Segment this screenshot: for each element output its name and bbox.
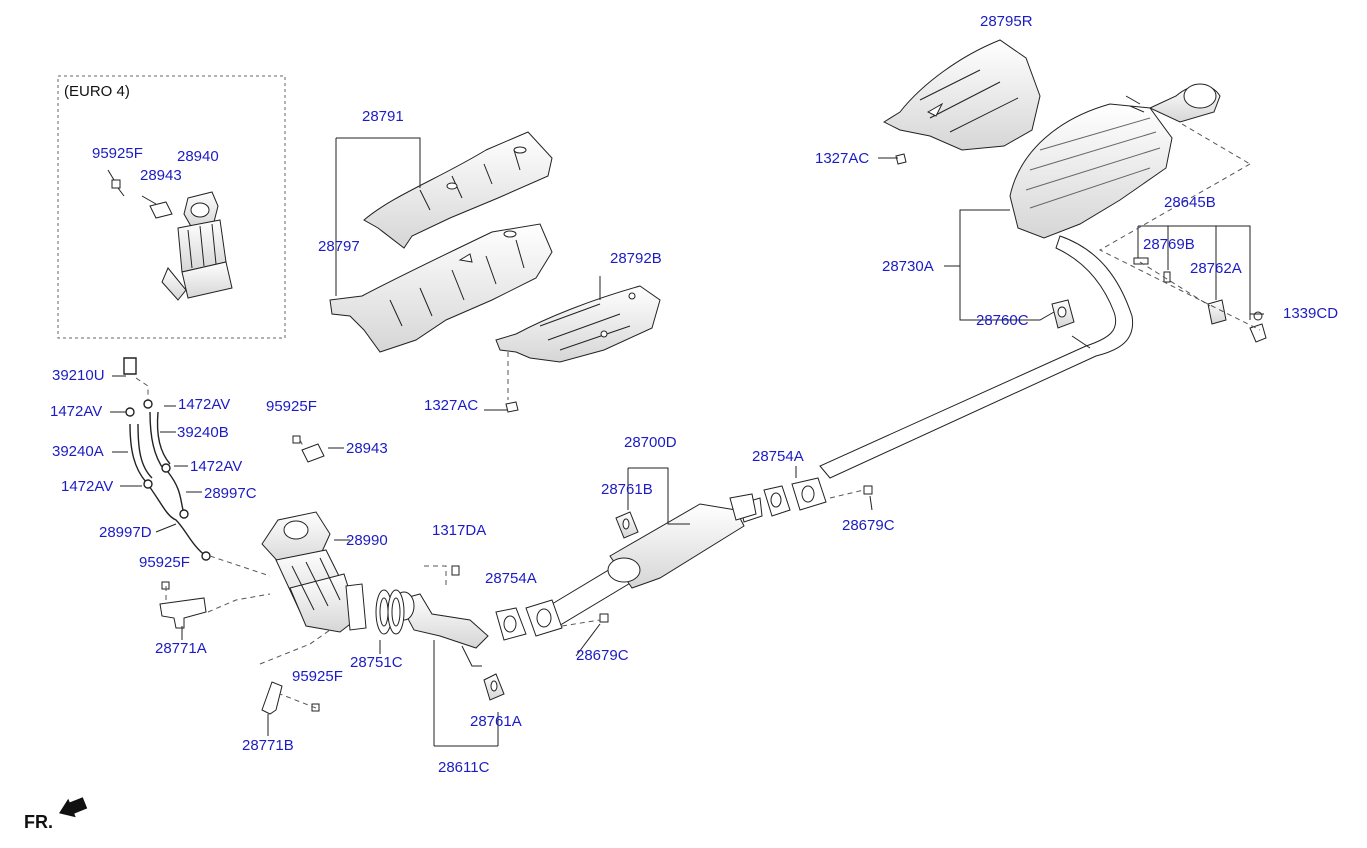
part-label-1327AC-top[interactable]: 1327AC bbox=[815, 150, 870, 167]
dashed-alignment-lines bbox=[135, 123, 1261, 709]
part-label-28997C[interactable]: 28997C bbox=[204, 485, 257, 502]
center-muffler-28700D bbox=[532, 494, 762, 630]
inset-title: (EURO 4) bbox=[64, 83, 130, 100]
part-label-28792B[interactable]: 28792B bbox=[610, 250, 662, 267]
part-label-95925F-a[interactable]: 95925F bbox=[266, 398, 317, 415]
part-label-28990[interactable]: 28990 bbox=[346, 532, 388, 549]
part-label-39240B[interactable]: 39240B bbox=[177, 424, 229, 441]
euro4-inset-box bbox=[57, 75, 286, 339]
part-label-28679C-right[interactable]: 28679C bbox=[842, 517, 895, 534]
gasket-28754A-mid bbox=[496, 600, 562, 640]
part-label-28751C[interactable]: 28751C bbox=[350, 654, 403, 671]
bracket-28943 bbox=[302, 444, 324, 462]
heat-protector-28795R bbox=[884, 40, 1040, 150]
front-pipe-28611C bbox=[394, 592, 488, 666]
rear-exhaust-pipe bbox=[820, 236, 1133, 478]
part-label-28645B[interactable]: 28645B bbox=[1164, 194, 1216, 211]
inset-catalytic-converter bbox=[162, 192, 232, 300]
part-label-28791[interactable]: 28791 bbox=[362, 108, 404, 125]
bracket-28771A bbox=[160, 598, 206, 628]
part-label-28797[interactable]: 28797 bbox=[318, 238, 360, 255]
part-label-39210U[interactable]: 39210U bbox=[52, 367, 105, 384]
part-label-95925F-inset[interactable]: 95925F bbox=[92, 145, 143, 162]
inset-bolt-95925F bbox=[108, 170, 124, 196]
front-arrow-icon bbox=[59, 797, 88, 818]
part-label-95925F-b[interactable]: 95925F bbox=[139, 554, 190, 571]
part-label-28997D[interactable]: 28997D bbox=[99, 524, 152, 541]
part-label-95925F-c[interactable]: 95925F bbox=[292, 668, 343, 685]
heat-protector-28797 bbox=[330, 224, 552, 352]
part-label-39240A[interactable]: 39240A bbox=[52, 443, 104, 460]
part-label-1472AV-d[interactable]: 1472AV bbox=[61, 478, 114, 495]
part-label-28769B[interactable]: 28769B bbox=[1143, 236, 1195, 253]
part-label-28761B[interactable]: 28761B bbox=[601, 481, 653, 498]
gasket-28754A-right bbox=[764, 478, 826, 516]
part-label-28700D[interactable]: 28700D bbox=[624, 434, 677, 451]
part-label-1317DA[interactable]: 1317DA bbox=[432, 522, 487, 539]
inset-bracket-28943 bbox=[142, 196, 172, 218]
leader-lines bbox=[110, 137, 1264, 747]
part-label-28762A[interactable]: 28762A bbox=[1190, 260, 1242, 277]
bolts-and-nuts bbox=[162, 154, 906, 711]
heat-protector-28792B bbox=[496, 286, 660, 362]
gasket-28751C bbox=[376, 590, 404, 634]
part-label-28679C-mid[interactable]: 28679C bbox=[576, 647, 629, 664]
part-label-28761A[interactable]: 28761A bbox=[470, 713, 522, 730]
part-label-28940[interactable]: 28940 bbox=[177, 148, 219, 165]
part-label-1472AV-c[interactable]: 1472AV bbox=[190, 458, 243, 475]
part-label-28611C[interactable]: 28611C bbox=[438, 759, 490, 776]
part-label-28795R[interactable]: 28795R bbox=[980, 13, 1033, 30]
rubber-hanger-28760C bbox=[1052, 300, 1074, 328]
part-label-28943[interactable]: 28943 bbox=[346, 440, 388, 457]
part-label-28754A-right[interactable]: 28754A bbox=[752, 448, 804, 465]
part-label-28730A[interactable]: 28730A bbox=[882, 258, 934, 275]
front-direction-label: FR. bbox=[24, 812, 53, 832]
rear-muffler-28730A bbox=[1010, 84, 1220, 238]
part-label-1472AV-b[interactable]: 1472AV bbox=[178, 396, 231, 413]
rubber-hanger-28761A bbox=[484, 674, 504, 700]
sensor-pipes bbox=[124, 358, 210, 560]
part-label-28771A[interactable]: 28771A bbox=[155, 640, 207, 657]
part-label-1327AC-mid[interactable]: 1327AC bbox=[424, 397, 479, 414]
heat-protector-28791 bbox=[364, 132, 552, 248]
part-label-28943-inset[interactable]: 28943 bbox=[140, 167, 182, 184]
part-label-1472AV-a[interactable]: 1472AV bbox=[50, 403, 103, 420]
part-label-28754A-mid[interactable]: 28754A bbox=[485, 570, 537, 587]
part-label-28771B[interactable]: 28771B bbox=[242, 737, 294, 754]
catalytic-converter-28990 bbox=[262, 512, 366, 632]
part-label-1339CD[interactable]: 1339CD bbox=[1283, 305, 1339, 322]
bracket-28771B bbox=[262, 682, 282, 714]
part-label-28760C[interactable]: 28760C bbox=[976, 312, 1029, 329]
rubber-hanger-28761B bbox=[616, 512, 638, 538]
